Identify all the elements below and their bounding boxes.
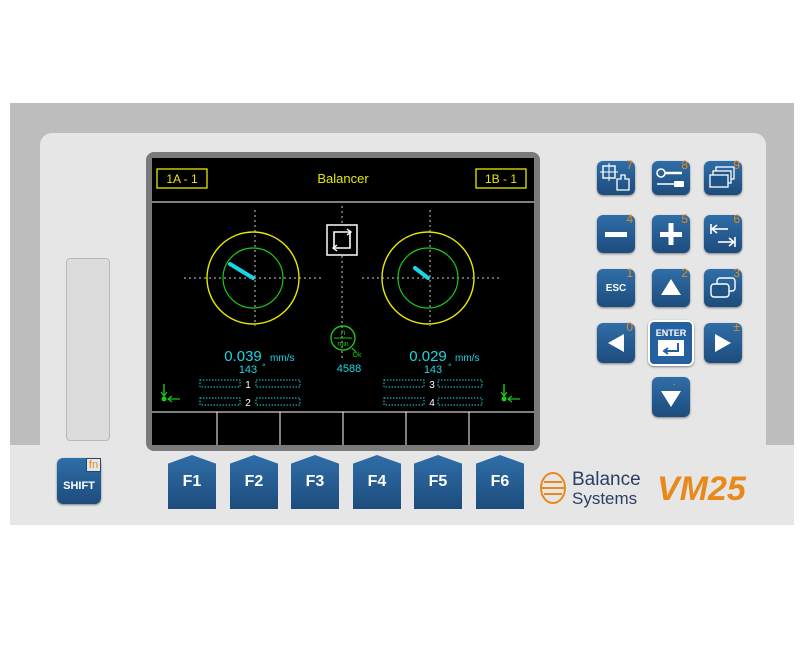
esc-label: ESC	[605, 283, 627, 294]
display-content: 1A - 1 Balancer 1B - 1 n min Ok 4588 0.0	[152, 168, 534, 445]
plane-right-label: 1B - 1	[485, 172, 517, 186]
left-amplitude-value: 0.039	[224, 348, 262, 365]
tab-arrows-icon	[710, 224, 736, 247]
rpm-value: 4588	[337, 363, 361, 375]
key-9-windows[interactable]: 9	[704, 158, 742, 195]
card-slot	[66, 258, 110, 441]
function-key-f3[interactable]: F3	[291, 455, 339, 509]
key-4-number: 4	[626, 212, 633, 226]
function-key-f6[interactable]: F6	[476, 455, 524, 509]
row-index-1: 1	[245, 380, 251, 391]
key-pm-right[interactable]: ±	[704, 320, 742, 363]
key-5-plus[interactable]: 5	[652, 212, 690, 253]
function-key-f1[interactable]: F1	[168, 455, 216, 509]
arrow-left-icon	[608, 334, 624, 352]
sensor-left-icon	[160, 384, 180, 403]
brand-line2: Systems	[572, 489, 638, 508]
display-screen: 1A - 1 Balancer 1B - 1 n min Ok 4588 0.0	[152, 158, 534, 445]
right-vibration-target	[362, 210, 502, 326]
key-2-up[interactable]: 2	[652, 266, 690, 307]
key-pm-number: ±	[733, 320, 740, 334]
correction-dot-rows	[199, 379, 483, 406]
key-4-minus[interactable]: 4	[597, 212, 635, 253]
keypad-strip	[10, 445, 794, 525]
arrow-down-icon	[661, 391, 681, 407]
key-6-number: 6	[733, 212, 740, 226]
rpm-n-label: n	[341, 328, 345, 337]
key-0-number: 0	[626, 320, 633, 334]
key-8-tools[interactable]: 8	[652, 158, 690, 195]
plane-right-box[interactable]	[475, 168, 527, 189]
left-degree-sign: °	[262, 362, 266, 372]
sensor-right-icon	[500, 384, 520, 403]
left-vibration-target	[184, 210, 324, 326]
arrow-right-icon	[715, 334, 731, 352]
left-phase-angle: 143	[239, 364, 257, 376]
plane-left-label: 1A - 1	[166, 172, 198, 186]
enter-label: ENTER	[655, 328, 687, 338]
left-amplitude-unit: mm/s	[270, 353, 294, 364]
screen-title: Balancer	[317, 171, 369, 186]
enter-key[interactable]: ENTER	[648, 320, 694, 366]
key-2-number: 2	[681, 266, 688, 280]
minus-icon	[605, 232, 627, 237]
key-0-left[interactable]: 0	[597, 320, 635, 363]
right-degree-sign: °	[448, 362, 452, 372]
arrow-up-icon	[661, 279, 681, 295]
window-switch-icon	[710, 277, 736, 298]
row-index-2: 2	[245, 398, 251, 409]
key-3-switch[interactable]: 3	[704, 266, 742, 307]
key-7-number: 7	[626, 158, 633, 172]
key-5-number: 5	[681, 212, 688, 226]
windows-icon	[709, 166, 735, 188]
plus-icon	[660, 223, 682, 245]
softkey-bar	[152, 411, 534, 445]
plane-left-box[interactable]	[156, 168, 208, 189]
model-name: VM25	[657, 470, 746, 508]
shift-label: SHIFT	[63, 480, 95, 492]
tools-icon	[656, 168, 684, 187]
key-1-esc[interactable]: 1 ESC	[597, 266, 635, 307]
key-dot-down[interactable]: .	[652, 374, 690, 417]
key-dot-number: .	[672, 374, 676, 388]
left-vector-needle	[228, 262, 255, 280]
key-7-manual[interactable]: 7	[597, 158, 635, 195]
function-key-f5[interactable]: F5	[414, 455, 462, 509]
rpm-min-label: min	[337, 341, 348, 348]
function-key-f2[interactable]: F2	[230, 455, 278, 509]
manual-setup-icon	[600, 163, 630, 191]
right-vector-needle	[413, 266, 430, 280]
right-phase-angle: 143	[424, 364, 442, 376]
rpm-ok-label: Ok	[353, 352, 362, 359]
key-8-number: 8	[681, 158, 688, 172]
function-key-f4[interactable]: F4	[353, 455, 401, 509]
right-amplitude-value: 0.029	[409, 348, 447, 365]
right-amplitude-unit: mm/s	[455, 353, 479, 364]
shift-key[interactable]: fn SHIFT	[57, 458, 101, 504]
key-6-tab[interactable]: 6	[704, 212, 742, 253]
rotate-square-icon[interactable]	[326, 206, 358, 358]
key-1-number: 1	[626, 266, 633, 280]
key-9-number: 9	[733, 158, 740, 172]
rpm-ok-icon: n min Ok	[330, 325, 362, 359]
balance-systems-logo-icon	[540, 472, 566, 504]
fn-indicator: fn	[86, 458, 101, 472]
enter-return-icon	[658, 340, 684, 356]
row-index-3: 3	[429, 380, 435, 391]
brand-line1: Balance	[572, 469, 641, 490]
key-3-number: 3	[733, 266, 740, 280]
row-index-4: 4	[429, 398, 435, 409]
